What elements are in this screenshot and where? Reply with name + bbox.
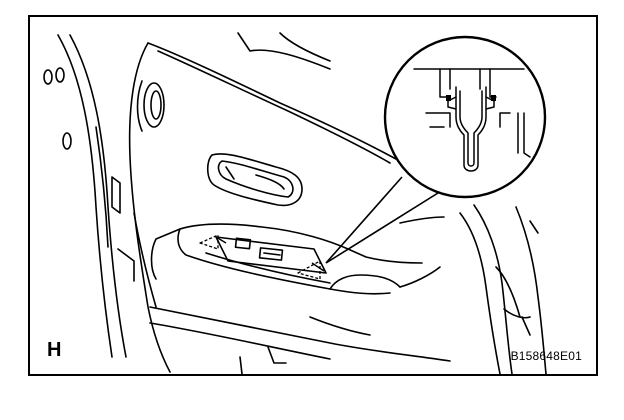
diagram-frame: H B158648E01 <box>28 15 598 376</box>
window-switch-panel <box>216 237 326 273</box>
body-pillar <box>58 35 126 357</box>
door-trim-illustration <box>30 17 596 374</box>
pillar-holes <box>44 68 71 149</box>
speaker-cover <box>138 81 165 131</box>
right-frame <box>400 205 546 374</box>
inside-handle <box>208 154 302 205</box>
clip-marker-right <box>298 261 320 279</box>
figure-id: B158648E01 <box>510 349 582 363</box>
detail-circle <box>385 37 545 197</box>
armrest <box>152 224 441 294</box>
callout-leader <box>326 177 438 263</box>
view-label: H <box>47 339 62 361</box>
door-trim-panel <box>118 33 450 374</box>
clip-marker-left <box>200 235 218 249</box>
